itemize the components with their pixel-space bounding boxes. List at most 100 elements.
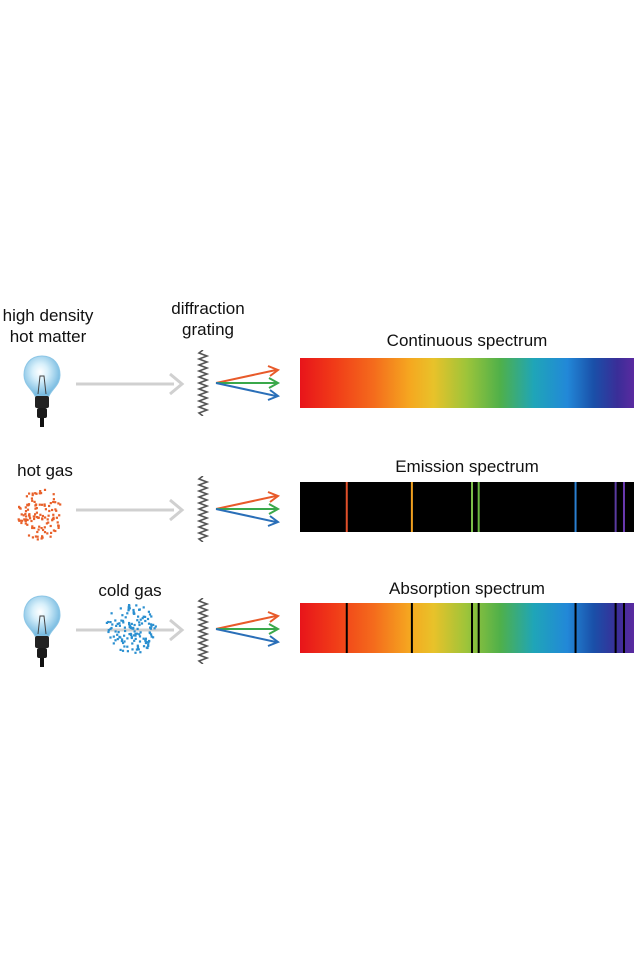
gas-particle [31, 525, 34, 528]
gas-particle [144, 641, 147, 645]
emission-spectrum-background [300, 482, 634, 532]
gas-particle [130, 622, 133, 625]
absorption-spectral-line-1 [345, 603, 348, 653]
gas-particle [139, 631, 142, 634]
absorption-spectral-line-7 [622, 603, 625, 653]
absorption-spectrum-title: Absorption spectrum [389, 579, 545, 598]
gas-particle [133, 639, 136, 642]
gas-particle [121, 638, 124, 641]
gas-particle [133, 630, 136, 633]
gas-particle [43, 526, 46, 529]
gas-particle [44, 516, 47, 519]
gas-particle [49, 524, 52, 528]
gas-particle [144, 638, 147, 642]
gas-particle [114, 639, 117, 642]
gas-particle [18, 519, 21, 522]
gas-particle [41, 536, 44, 539]
gas-particle [17, 518, 20, 521]
gas-particle [116, 633, 119, 636]
gas-particle [52, 500, 55, 504]
gas-particle [138, 608, 141, 611]
gas-particle [148, 613, 152, 616]
gas-particle [128, 623, 131, 626]
high-density-line: high density [2, 306, 94, 325]
gas-particle [52, 513, 55, 516]
absorption-spectral-line-6 [614, 603, 617, 653]
gas-particle [115, 624, 118, 627]
gas-particle [134, 632, 137, 635]
gas-particle [123, 626, 126, 629]
gas-particle [150, 633, 153, 636]
diffraction-grating-icon [196, 598, 210, 664]
gas-particle [45, 522, 48, 525]
gas-particle [147, 641, 150, 644]
gas-particle [31, 526, 34, 530]
gas-particle [129, 624, 132, 627]
gas-particle [107, 620, 110, 624]
gas-particle [49, 502, 52, 505]
gas-particle [46, 518, 49, 521]
gas-particle [107, 630, 110, 634]
gas-particle [49, 535, 52, 538]
light-bulb-icon [23, 595, 61, 667]
gas-particle [142, 606, 145, 609]
gas-particle [33, 526, 36, 530]
gas-particle [134, 637, 137, 640]
gas-particle [38, 492, 41, 495]
gas-particle [150, 623, 153, 626]
gas-particle [51, 518, 54, 521]
gas-particle [52, 498, 55, 501]
gas-particle [43, 503, 46, 506]
gas-particle [112, 642, 115, 645]
arrow-to-grating-1 [76, 372, 185, 396]
gas-particle [126, 650, 129, 653]
gas-particle [133, 623, 136, 627]
gas-particle [114, 619, 117, 622]
gas-particle [118, 624, 121, 627]
gas-particle [39, 490, 42, 493]
gas-particle [36, 516, 39, 519]
gas-particle [141, 617, 144, 620]
gas-particle [43, 504, 46, 507]
gas-particle [105, 621, 108, 624]
gas-particle [128, 633, 131, 636]
gas-particle [40, 492, 43, 495]
gas-particle [31, 494, 34, 497]
gas-particle [126, 637, 129, 640]
gas-particle [28, 492, 31, 495]
gas-particle [31, 499, 34, 502]
emission-spectrum-title: Emission spectrum [395, 457, 539, 476]
gas-particle [33, 515, 36, 518]
gas-particle [35, 503, 38, 506]
dispersed-rays-icon [215, 365, 281, 401]
emission-spectral-line-3 [471, 482, 474, 532]
gas-particle [59, 503, 62, 506]
emission-spectral-line-7 [622, 482, 625, 532]
gas-particle [23, 518, 26, 521]
gas-particle [132, 608, 135, 612]
gas-particle [52, 529, 55, 532]
arrow-to-grating-2 [76, 498, 185, 522]
gas-particle [139, 618, 142, 621]
cold-gas-label: cold gas [98, 581, 162, 600]
gas-particle [36, 538, 39, 541]
gas-particle [42, 528, 45, 532]
gas-particle [119, 648, 122, 651]
gas-particle [26, 518, 29, 522]
gas-particle [26, 523, 29, 526]
gas-particle [52, 516, 55, 519]
gas-particle [54, 501, 57, 504]
gas-particle [36, 530, 39, 534]
gas-particle [144, 619, 147, 623]
gas-particle [124, 616, 127, 619]
gas-particle [121, 649, 125, 652]
gas-particle [29, 517, 32, 520]
gas-particle [110, 612, 113, 615]
gas-particle [43, 531, 47, 534]
gas-particle [35, 507, 38, 510]
gas-particle [142, 637, 145, 640]
high-density-hot-matter-label: high density hot matter [0, 305, 96, 347]
continuous-spectrum-bar [300, 358, 634, 408]
emission-spectral-line-1 [345, 482, 348, 532]
gas-particle [120, 619, 123, 622]
